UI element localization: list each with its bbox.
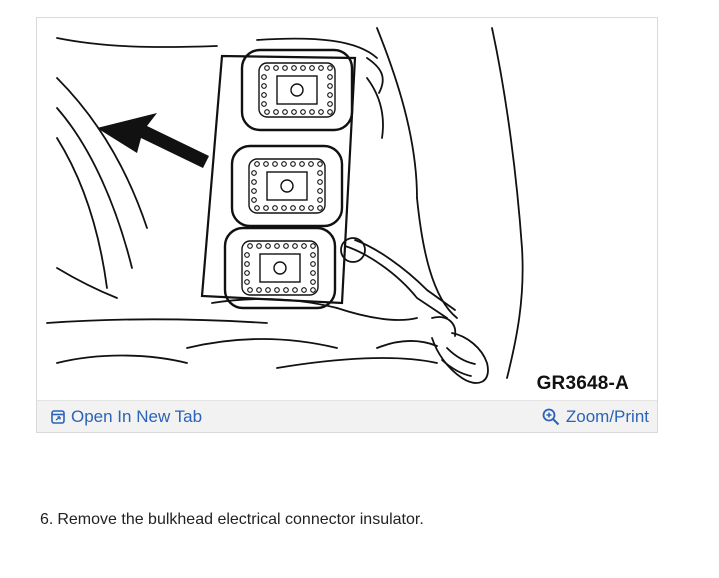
step-instruction: 6.Remove the bulkhead electrical connect…: [40, 511, 424, 529]
open-in-new-tab-link[interactable]: Open In New Tab: [51, 407, 202, 427]
figure-toolbar: Open In New Tab Zoom/Print: [37, 400, 657, 432]
open-in-new-tab-label: Open In New Tab: [71, 406, 203, 426]
bulkhead-connector-drawing: [46, 27, 524, 384]
pointer-arrow-icon: [97, 113, 209, 168]
zoom-print-label: Zoom/Print: [565, 406, 649, 426]
connector-illustration: GR3648-A: [37, 18, 657, 400]
open-new-tab-icon: [51, 409, 65, 424]
figure-id-label: GR3648-A: [536, 373, 629, 394]
figure-card: GR3648-A Open In New Tab Zoom/Print: [36, 17, 658, 433]
zoom-in-icon: [542, 408, 560, 425]
step-number: 6.: [40, 511, 54, 528]
zoom-print-link[interactable]: Zoom/Print: [542, 407, 649, 427]
step-text: Remove the bulkhead electrical connector…: [57, 511, 424, 528]
